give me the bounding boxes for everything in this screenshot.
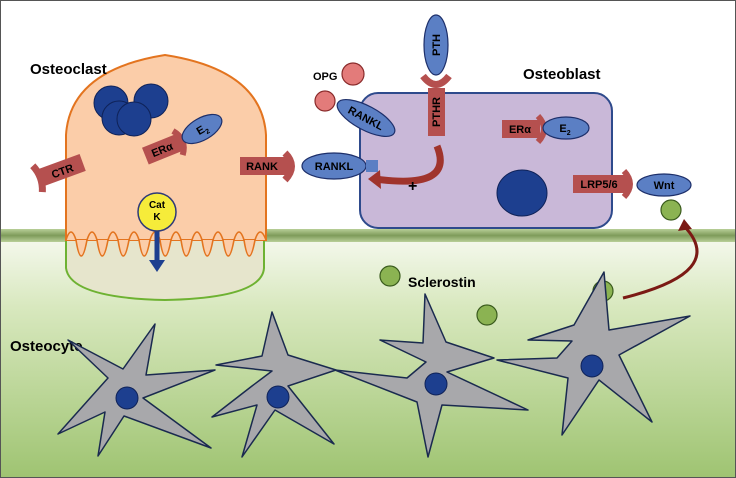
pthr-label: PTHR (431, 97, 443, 127)
osteoblast-nucleus (496, 169, 548, 217)
pth-ligand: PTH (423, 14, 449, 76)
sclerostin-particle (379, 265, 401, 287)
rankl-label-bound: RANKL (315, 161, 354, 173)
pthr-signal-arrow (374, 144, 444, 185)
e2-ligand-osteoblast: E2 (542, 116, 590, 140)
rankl-ligand-bound: RANKL (301, 152, 367, 180)
e2-label-osteoblast: E (559, 123, 566, 135)
rankl-stalk (366, 160, 378, 172)
osteocyte-nuclei (115, 354, 604, 410)
osteoclast-nucleus (116, 101, 152, 137)
osteocyte-nucleus (266, 385, 290, 409)
sclerostin-label: Sclerostin (408, 274, 476, 290)
pth-label: PTH (431, 34, 443, 56)
era-receptor-osteoclast: ERα (142, 128, 187, 165)
e2-ligand-osteoclast: E2 (181, 113, 223, 145)
osteoclast-label: Osteoclast (30, 61, 107, 78)
svg-text:E2: E2 (559, 123, 570, 137)
catk-arrowhead (149, 260, 165, 272)
catk-label-1: Cat (149, 200, 166, 211)
opg-circle-bound (314, 90, 336, 112)
ruffled-border (65, 231, 267, 257)
plus-sign: + (408, 178, 417, 195)
osteoblast-cell (359, 92, 613, 229)
lrp-receptor: LRP5/6 (573, 168, 633, 200)
osteocyte-label: Osteocyte (10, 338, 83, 355)
ctr-receptor: CTR (30, 154, 86, 193)
rank-receptor: RANK (240, 150, 295, 183)
sclerostin-particles (379, 199, 682, 326)
osteocyte-nucleus (115, 386, 139, 410)
rank-label: RANK (246, 161, 278, 173)
sclerostin-inhibition-arrow (622, 224, 699, 300)
resorption-pit (65, 239, 265, 302)
era-label-osteoblast: ERα (509, 124, 531, 136)
catk-circle (137, 192, 177, 232)
sclerostin-inhibition-arrowhead (678, 219, 692, 231)
osteocyte-cell (496, 271, 691, 436)
wnt-label: Wnt (654, 180, 675, 192)
osteoclast-nuclei (93, 83, 169, 137)
osteocyte-nucleus (424, 372, 448, 396)
opg-label: OPG (313, 71, 337, 83)
wnt-ligand: Wnt (636, 173, 692, 197)
catk-label-2: K (153, 212, 161, 223)
lrp-label: LRP5/6 (580, 179, 617, 191)
opg-circle-free (341, 62, 365, 86)
sclerostin-particle (476, 304, 498, 326)
osteoblast-label: Osteoblast (523, 66, 601, 83)
pthr-signal-arrowhead (368, 170, 381, 189)
osteocyte-nucleus (580, 354, 604, 378)
osteocyte-cell (211, 311, 337, 458)
sclerostin-particle (660, 199, 682, 221)
pthr-receptor: PTHR (420, 73, 452, 136)
osteocyte-cell (57, 323, 216, 457)
